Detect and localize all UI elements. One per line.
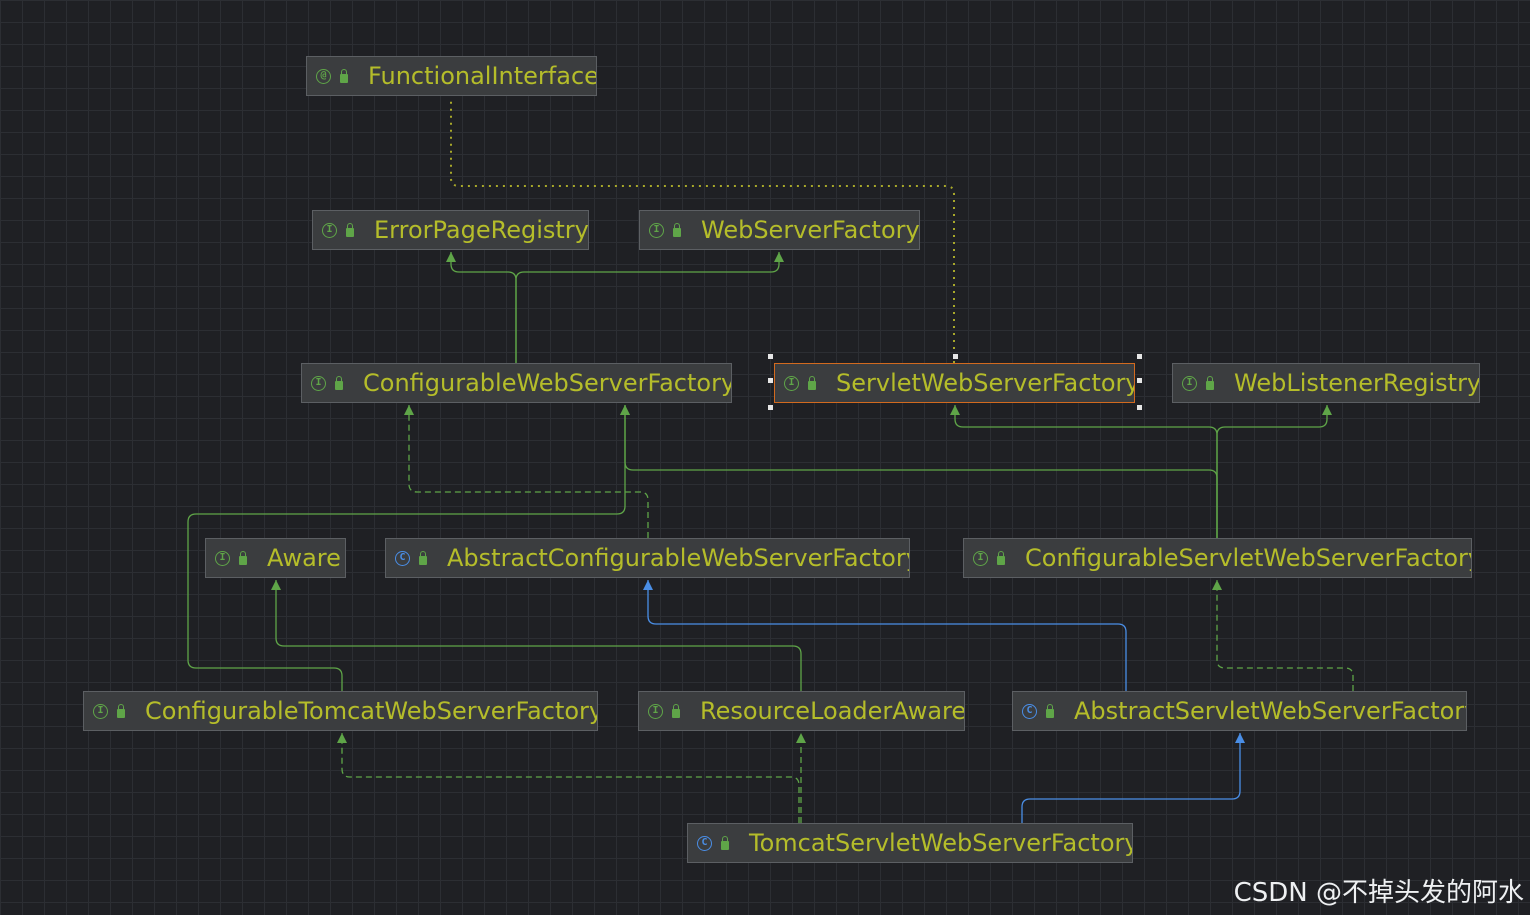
- edge-abstractservletwebserverfactory-to-abstractconfigurablewebserverfactory: [643, 580, 1127, 691]
- public-lock-icon: [117, 703, 125, 718]
- public-lock-icon: [997, 550, 1005, 565]
- edge-configurableservletwebserverfactory-to-weblistenerregistry: [1216, 405, 1332, 538]
- interface-icon: I: [1182, 375, 1197, 391]
- node-servletwebserverfactory[interactable]: I ServletWebServerFactory: [774, 363, 1135, 403]
- public-lock-icon: [721, 835, 729, 850]
- node-label: ErrorPageRegistry: [374, 216, 589, 244]
- edge-abstractconfigurablewebserverfactory-to-configurablewebserverfactory: [404, 405, 649, 538]
- selection-handle[interactable]: [1137, 354, 1142, 359]
- edge-configurablewebserverfactory-to-errorpageregistry: [446, 252, 517, 363]
- node-abstractservletwebserverfactory[interactable]: C AbstractServletWebServerFactory: [1012, 691, 1467, 731]
- abstract-class-icon: C: [395, 550, 410, 566]
- selection-handle[interactable]: [1137, 378, 1142, 383]
- node-label: ServletWebServerFactory: [836, 369, 1135, 397]
- edge-tomcatservletwebserverfactory-to-abstractservletwebserverfactory: [1021, 733, 1245, 823]
- node-label: AbstractServletWebServerFactory: [1074, 697, 1467, 725]
- node-label: WebListenerRegistry: [1234, 369, 1480, 397]
- selection-handle[interactable]: [768, 378, 773, 383]
- node-configurabletomcatwebserverfactory[interactable]: I ConfigurableTomcatWebServerFactory: [83, 691, 598, 731]
- node-label: ConfigurableServletWebServerFactory: [1025, 544, 1472, 572]
- interface-icon: I: [322, 222, 337, 238]
- interface-icon: I: [648, 703, 663, 719]
- edge-configurableservletwebserverfactory-to-servletwebserverfactory: [950, 405, 1218, 538]
- node-label: ResourceLoaderAware: [700, 697, 965, 725]
- public-lock-icon: [1206, 375, 1214, 390]
- public-lock-icon: [346, 222, 354, 237]
- node-tomcatservletwebserverfactory[interactable]: C TomcatServletWebServerFactory: [687, 823, 1133, 863]
- interface-icon: I: [311, 375, 326, 391]
- public-lock-icon: [673, 222, 681, 237]
- node-aware[interactable]: I Aware: [205, 538, 346, 578]
- class-icon: C: [697, 835, 712, 851]
- public-lock-icon: [340, 68, 348, 83]
- selection-handle[interactable]: [952, 354, 958, 359]
- interface-icon: I: [649, 222, 664, 238]
- selection-handle[interactable]: [768, 405, 773, 410]
- abstract-class-icon: C: [1022, 703, 1037, 719]
- node-label: FunctionalInterface: [368, 62, 597, 90]
- edge-tomcatservletwebserverfactory-to-configurabletomcatwebserverfactory: [337, 733, 800, 823]
- node-functionalinterface[interactable]: @ FunctionalInterface: [306, 56, 597, 96]
- node-weblistenerregistry[interactable]: I WebListenerRegistry: [1172, 363, 1480, 403]
- public-lock-icon: [239, 550, 247, 565]
- watermark: CSDN @不掉头发的阿水: [1233, 878, 1524, 908]
- edge-resourceloaderaware-to-aware: [271, 580, 802, 691]
- node-errorpageregistry[interactable]: I ErrorPageRegistry: [312, 210, 589, 250]
- edge-configurablewebserverfactory-to-webserverfactory: [515, 252, 784, 363]
- interface-icon: I: [93, 703, 108, 719]
- edge-abstractservletwebserverfactory-to-configurableservletwebserverfactory: [1212, 580, 1354, 691]
- edge-configurabletomcatwebserverfactory-to-configurablewebserverfactory: [187, 405, 630, 691]
- interface-icon: I: [784, 375, 799, 391]
- node-label: ConfigurableWebServerFactory: [363, 369, 732, 397]
- node-label: TomcatServletWebServerFactory: [749, 829, 1133, 857]
- interface-icon: I: [973, 550, 988, 566]
- selection-handle[interactable]: [768, 354, 773, 359]
- node-label: ConfigurableTomcatWebServerFactory: [145, 697, 598, 725]
- public-lock-icon: [672, 703, 680, 718]
- node-configurableservletwebserverfactory[interactable]: I ConfigurableServletWebServerFactory: [963, 538, 1472, 578]
- public-lock-icon: [1046, 703, 1054, 718]
- public-lock-icon: [335, 375, 343, 390]
- public-lock-icon: [419, 550, 427, 565]
- interface-icon: I: [215, 550, 230, 566]
- node-configurablewebserverfactory[interactable]: I ConfigurableWebServerFactory: [301, 363, 732, 403]
- node-webserverfactory[interactable]: I WebServerFactory: [639, 210, 920, 250]
- selection-handle[interactable]: [1137, 405, 1142, 410]
- annotation-icon: @: [316, 68, 331, 84]
- public-lock-icon: [808, 375, 816, 390]
- node-label: AbstractConfigurableWebServerFactory: [447, 544, 910, 572]
- edge-configurableservletwebserverfactory-to-configurablewebserverfactory: [620, 405, 1218, 538]
- node-label: WebServerFactory: [701, 216, 920, 244]
- node-abstractconfigurablewebserverfactory[interactable]: C AbstractConfigurableWebServerFactory: [385, 538, 910, 578]
- node-resourceloaderaware[interactable]: I ResourceLoaderAware: [638, 691, 965, 731]
- node-label: Aware: [267, 544, 341, 572]
